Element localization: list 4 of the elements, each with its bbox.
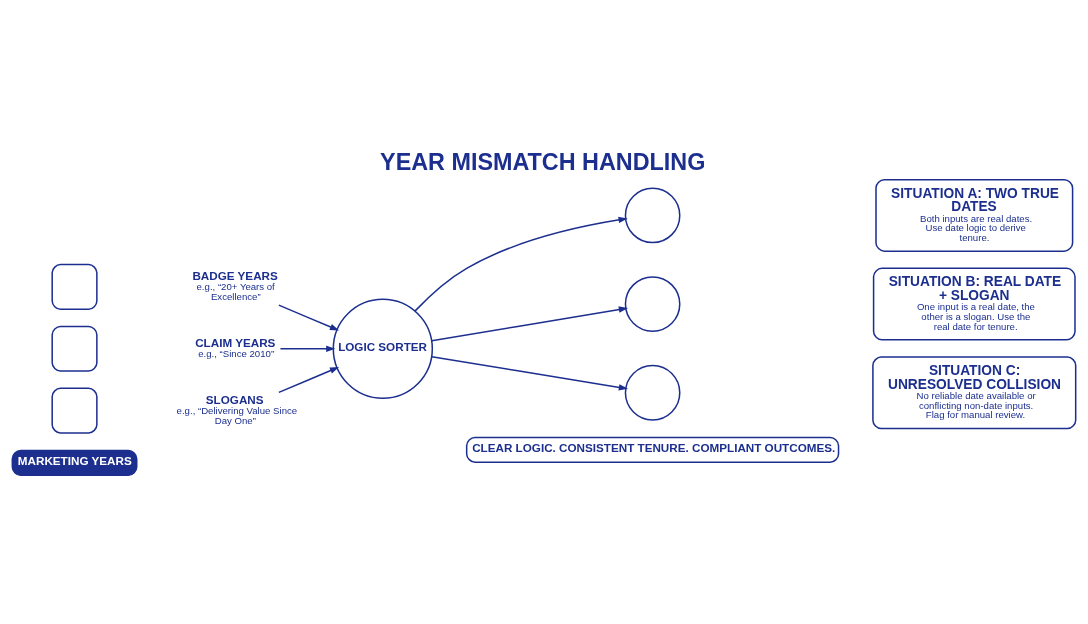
node-text: SLOGANS e.g., “Delivering Value Since Day One” [176,392,298,426]
node-text: BADGE YEARS e.g., “20+ Years of Excellence” [192,269,278,302]
diagram-title: YEAR MISMATCH HANDLING [380,148,706,175]
node-text: CLAIM YEARS e.g., “Since 2010” [195,335,276,359]
